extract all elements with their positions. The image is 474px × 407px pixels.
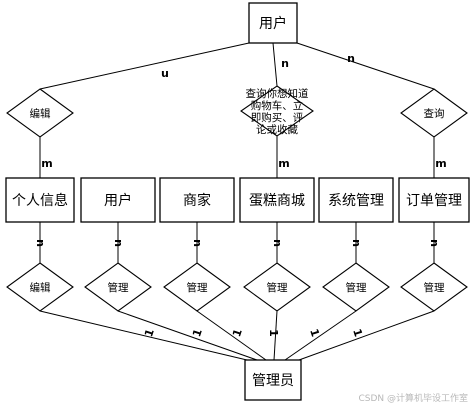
relation-label: 管理 — [346, 281, 367, 294]
line-user-edit — [39, 42, 250, 90]
cardinality-label: n — [112, 239, 125, 247]
entity-label: 管理员 — [252, 373, 294, 389]
entity-label: 蛋糕商城 — [249, 193, 305, 209]
entity-system-mgmt — [318, 177, 394, 223]
relation-edit-bottom — [6, 262, 74, 312]
entity-admin — [244, 359, 302, 401]
relation-label: 管理 — [424, 281, 445, 294]
relation-manage-1 — [84, 262, 152, 312]
cardinality-label: 1 — [307, 327, 322, 338]
line-edit-bottom-admin — [39, 310, 248, 361]
relation-label: 编辑 — [30, 107, 51, 120]
line-manage-2-admin — [196, 310, 267, 361]
line-manage-3-admin — [273, 310, 278, 361]
entity-user-top — [248, 2, 298, 44]
cardinality-label: n — [161, 68, 169, 81]
cardinality-label: n — [347, 52, 355, 65]
line-user-browse — [272, 42, 278, 87]
cardinality-label: 1 — [190, 327, 205, 338]
relation-label: 管理 — [108, 281, 129, 294]
entity-order-mgmt — [398, 177, 470, 223]
relation-manage-4 — [322, 262, 390, 312]
relation-label: 管理 — [267, 281, 288, 294]
entity-personal-info — [5, 177, 75, 223]
cardinality-label: n — [281, 57, 289, 70]
relation-label: 查询 — [424, 107, 445, 120]
entity-merchant — [159, 177, 235, 223]
relation-manage-2 — [163, 262, 231, 312]
entity-label: 商家 — [183, 192, 211, 209]
cardinality-label: m — [435, 157, 446, 170]
relation-manage-3 — [243, 262, 311, 312]
entity-label: 用户 — [104, 192, 132, 209]
relation-label: 论或收藏 — [256, 123, 298, 136]
cardinality-label: m — [41, 157, 52, 170]
connector-lines — [39, 42, 435, 361]
cardinality-label: 1 — [142, 327, 157, 338]
relation-label: 即购买、评 — [251, 111, 304, 124]
line-manage-1-admin — [117, 310, 258, 361]
cardinality-labels: n n n m m m n n n n n n 1 1 1 1 1 1 — [34, 52, 447, 338]
entity-label: 个人信息 — [12, 192, 68, 209]
entity-cake-mall — [239, 177, 315, 223]
cardinality-label: m — [278, 157, 289, 170]
entities: 用户个人信息用户商家蛋糕商城系统管理订单管理管理员 — [5, 2, 470, 401]
line-manage-5-admin — [298, 310, 435, 361]
cardinality-label: n — [34, 239, 47, 247]
relation-query — [400, 88, 468, 138]
line-user-query — [296, 42, 435, 90]
cardinality-label: n — [271, 239, 284, 247]
cardinality-label: n — [191, 239, 204, 247]
entity-label: 用户 — [259, 15, 287, 32]
cardinality-label: 1 — [350, 327, 365, 338]
relation-label: 编辑 — [30, 281, 51, 294]
cardinality-label: 1 — [230, 327, 245, 338]
cardinality-label: n — [350, 239, 363, 247]
relation-browse — [240, 85, 314, 137]
relation-label: 管理 — [187, 281, 208, 294]
relation-label: 查询你想知道 — [246, 87, 309, 100]
entity-user — [80, 177, 156, 223]
cardinality-label: n — [428, 239, 441, 247]
line-manage-4-admin — [284, 310, 357, 361]
relation-edit-top — [6, 88, 74, 138]
watermark: CSDN @计算机毕设工作室 — [358, 392, 468, 404]
entity-label: 订单管理 — [406, 193, 462, 209]
relationships: 编辑查询你想知道购物车、立即购买、评论或收藏查询编辑管理管理管理管理管理 — [6, 85, 468, 312]
relation-manage-5 — [400, 262, 468, 312]
relation-label: 购物车、立 — [251, 99, 304, 112]
entity-label: 系统管理 — [328, 193, 384, 209]
cardinality-label: 1 — [267, 329, 280, 337]
